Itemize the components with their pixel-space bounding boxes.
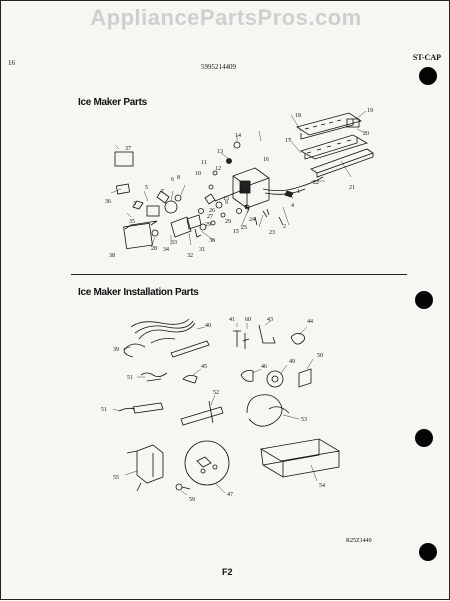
callout-18: 18 bbox=[295, 113, 301, 119]
callout-34: 34 bbox=[163, 247, 169, 253]
binder-hole bbox=[419, 67, 437, 85]
diagram-reference: R25Z1440 bbox=[346, 538, 372, 544]
section-title-ice-maker: Ice Maker Parts bbox=[78, 97, 147, 108]
callout-20: 20 bbox=[363, 131, 369, 137]
callout-13: 13 bbox=[217, 149, 223, 155]
callout-1: 1 bbox=[297, 189, 300, 195]
callout-60: 60 bbox=[245, 317, 251, 323]
callout-54: 54 bbox=[319, 483, 325, 489]
callout-3: 3 bbox=[133, 201, 136, 207]
callout-7: 7 bbox=[161, 189, 164, 195]
binder-hole bbox=[415, 291, 433, 309]
callout-26: 26 bbox=[209, 208, 215, 214]
callout-17: 17 bbox=[285, 138, 291, 144]
callout-33: 33 bbox=[171, 240, 177, 246]
page-label: F2 bbox=[222, 567, 233, 577]
callout-31: 31 bbox=[199, 247, 205, 253]
section-divider bbox=[71, 274, 407, 275]
callout-21: 21 bbox=[349, 185, 355, 191]
model-code: ST-CAP bbox=[412, 53, 441, 62]
callout-16: 16 bbox=[263, 157, 269, 163]
callout-35: 35 bbox=[129, 219, 135, 225]
callout-38: 38 bbox=[109, 253, 115, 259]
callout-29: 29 bbox=[205, 222, 211, 228]
callout-52: 52 bbox=[213, 390, 219, 396]
callout-11: 11 bbox=[201, 160, 207, 166]
callout-40: 40 bbox=[205, 323, 211, 329]
callout-53: 53 bbox=[301, 417, 307, 423]
callout-15b: 15 bbox=[223, 196, 229, 202]
callout-59: 59 bbox=[189, 497, 195, 503]
callout-14: 14 bbox=[235, 133, 241, 139]
callout-46: 46 bbox=[261, 364, 267, 370]
section-title-installation: Ice Maker Installation Parts bbox=[78, 287, 199, 298]
part-37-shape bbox=[114, 151, 134, 167]
callout-9: 9 bbox=[225, 200, 228, 206]
callout-28: 28 bbox=[151, 246, 157, 252]
callout-24: 24 bbox=[249, 217, 255, 223]
callout-4: 4 bbox=[291, 203, 294, 209]
callout-37: 37 bbox=[125, 146, 131, 152]
callout-27: 27 bbox=[207, 214, 213, 220]
callout-55: 55 bbox=[113, 475, 119, 481]
callout-47: 47 bbox=[227, 492, 233, 498]
callout-32: 32 bbox=[187, 253, 193, 259]
callout-29b: 29 bbox=[225, 219, 231, 225]
callout-8: 8 bbox=[177, 175, 180, 181]
callout-2: 2 bbox=[283, 224, 286, 230]
callout-39: 39 bbox=[113, 347, 119, 353]
callout-41: 41 bbox=[229, 317, 235, 323]
callout-49: 49 bbox=[289, 359, 295, 365]
callout-22: 22 bbox=[313, 180, 319, 186]
callout-51: 51 bbox=[127, 375, 133, 381]
callout-10: 10 bbox=[195, 171, 201, 177]
callout-12: 12 bbox=[215, 166, 221, 172]
callout-5: 5 bbox=[145, 185, 148, 191]
callout-19: 19 bbox=[367, 108, 373, 114]
callout-43: 43 bbox=[267, 317, 273, 323]
callout-44: 44 bbox=[307, 319, 313, 325]
callout-50: 50 bbox=[317, 353, 323, 359]
callout-30: 30 bbox=[209, 238, 215, 244]
watermark: AppliancePartsPros.com bbox=[90, 5, 362, 30]
callout-36: 36 bbox=[105, 199, 111, 205]
callout-45: 45 bbox=[201, 364, 207, 370]
callout-51b: 51 bbox=[101, 407, 107, 413]
callout-15: 15 bbox=[233, 229, 239, 235]
callout-23: 23 bbox=[269, 230, 275, 236]
part-number: 5995214409 bbox=[201, 63, 236, 71]
binder-hole bbox=[415, 429, 433, 447]
callout-6: 6 bbox=[171, 177, 174, 183]
binder-hole bbox=[419, 543, 437, 561]
callout-25: 25 bbox=[241, 225, 247, 231]
page-number: 16 bbox=[8, 59, 15, 67]
